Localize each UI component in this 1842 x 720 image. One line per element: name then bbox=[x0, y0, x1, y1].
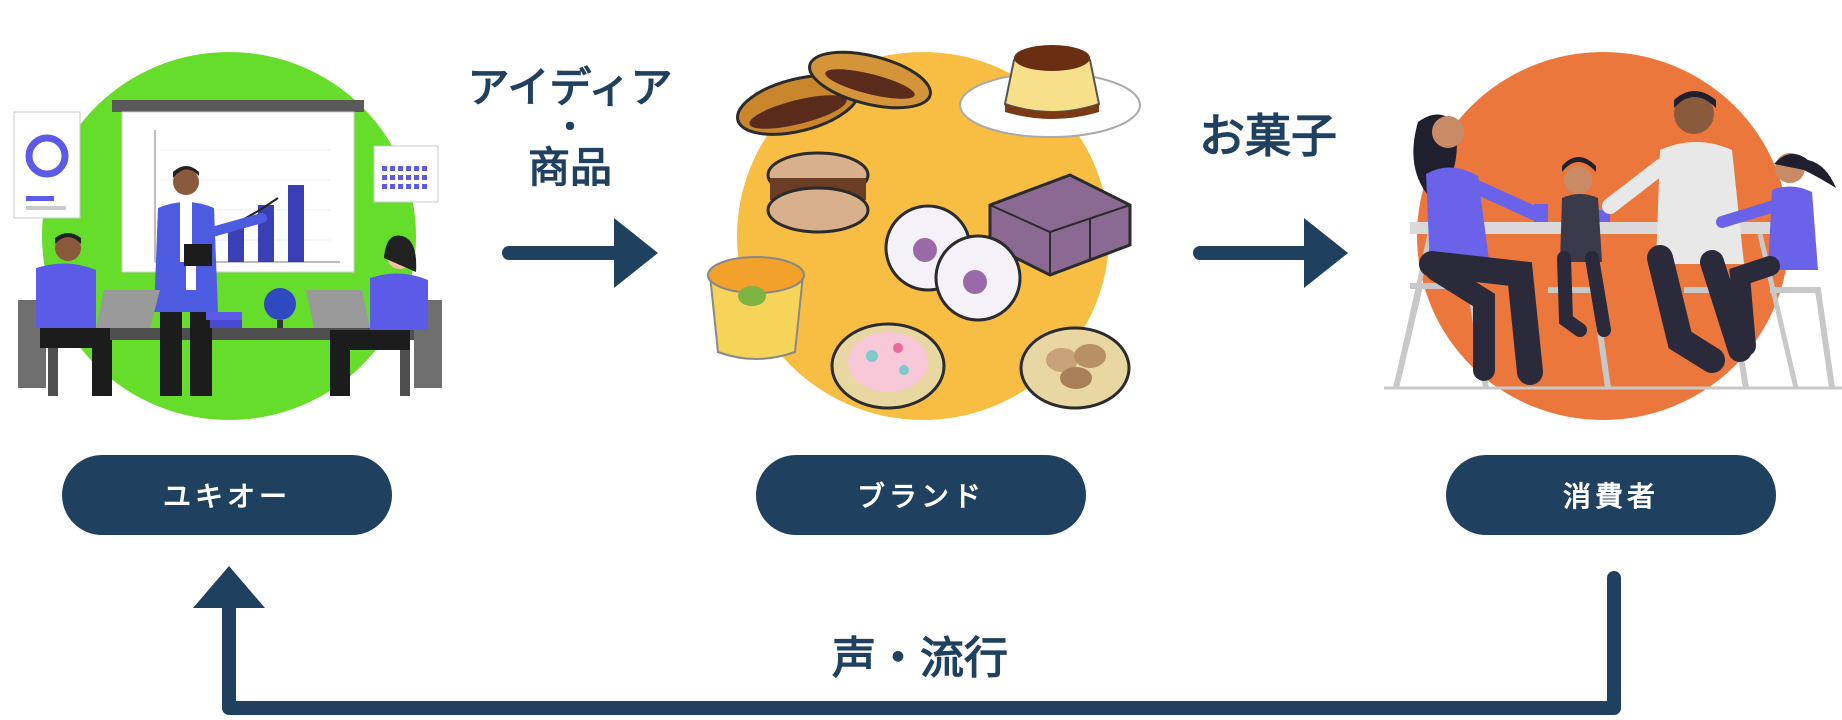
node-yukio: ユキオー bbox=[62, 455, 392, 535]
node-brand: ブランド bbox=[756, 455, 1086, 535]
arrow-ideas bbox=[502, 218, 658, 288]
node-consumer: 消費者 bbox=[1446, 455, 1776, 535]
ideas-products-label: アイディア ・ 商品 bbox=[440, 62, 700, 194]
office-presentation-illustration bbox=[14, 100, 442, 396]
ideas-label-line2: 商品 bbox=[528, 143, 612, 192]
arrow-sweets bbox=[1193, 218, 1348, 288]
feedback-label: 声・流行 bbox=[790, 622, 1050, 686]
people-at-table-illustration bbox=[1384, 91, 1842, 388]
sweets-label: お菓子 bbox=[1176, 100, 1360, 166]
ideas-label-line1: アイディア bbox=[468, 63, 673, 112]
ideas-label-separator: ・ bbox=[440, 114, 700, 142]
japanese-sweets-illustration bbox=[708, 42, 1140, 408]
